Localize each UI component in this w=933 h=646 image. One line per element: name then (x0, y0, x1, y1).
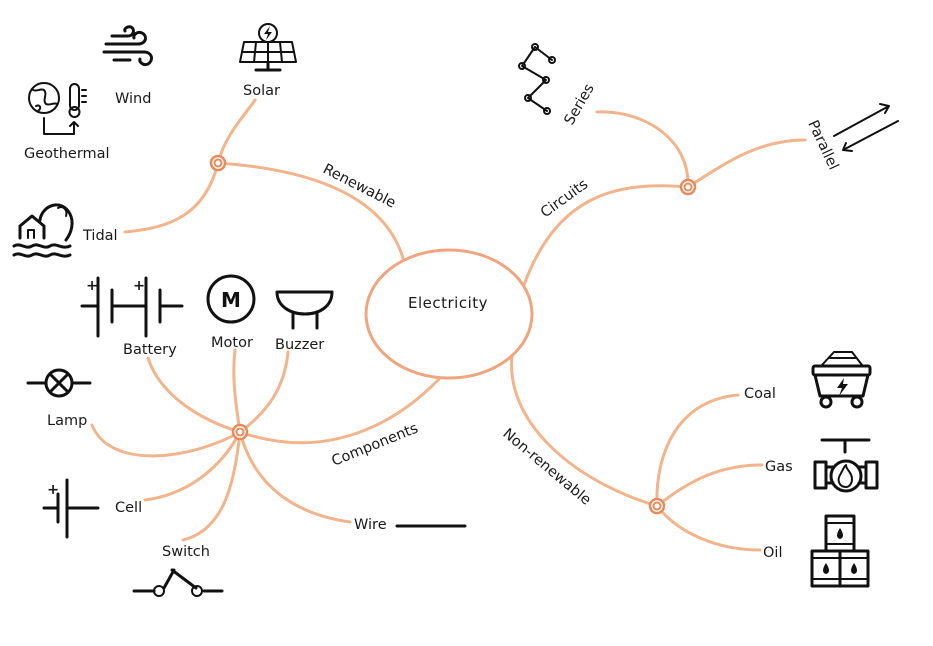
battery-plus-sign: + (86, 278, 98, 294)
link-solar (216, 98, 257, 165)
buzzer-icon (275, 290, 334, 330)
link-gas (655, 463, 764, 508)
lamp-icon (26, 368, 92, 398)
switch-icon (132, 568, 224, 597)
label-coal: Coal (744, 386, 776, 402)
label-buzzer: Buzzer (275, 337, 324, 353)
branch-circuits (522, 184, 690, 287)
connectors (90, 98, 807, 552)
label-tidal: Tidal (82, 228, 118, 244)
label-cell: Cell (115, 500, 142, 516)
label-geothermal: Geothermal (24, 146, 110, 162)
series-circuit-icon (518, 43, 556, 115)
label-lamp: Lamp (47, 413, 87, 429)
link-buzzer (238, 350, 290, 434)
gas-pipe-icon (813, 438, 879, 493)
battery-plus-sign-2: + (133, 278, 145, 294)
hub-nonrenewable (648, 497, 666, 515)
hub-components (231, 423, 249, 441)
cell-plus-sign: + (47, 482, 59, 498)
link-switch (181, 430, 242, 542)
battery-icon: + + (80, 276, 184, 338)
label-motor: Motor (211, 335, 253, 351)
label-battery: Battery (123, 342, 177, 358)
motor-symbol: M (221, 288, 241, 312)
label-wire: Wire (354, 517, 387, 533)
hub-renewable (209, 154, 227, 172)
branch-label-circuits: Circuits (538, 176, 591, 221)
cell-icon: + (42, 478, 100, 539)
label-solar: Solar (243, 83, 280, 99)
motor-icon: M (206, 274, 256, 324)
wind-icon (102, 25, 153, 66)
branch-renewable (216, 161, 405, 260)
hub-circuits (679, 178, 697, 196)
branch-label-nonrenewable: Non-renewable (499, 426, 593, 509)
oil-barrels-icon (810, 514, 870, 588)
link-tidal (123, 161, 220, 234)
tidal-wave-icon (12, 203, 74, 258)
solar-panel-icon (239, 23, 297, 72)
center-label: Electricity (408, 294, 488, 312)
label-series: Series (562, 81, 598, 128)
label-gas: Gas (765, 459, 793, 475)
branch-nonrenewable (510, 353, 659, 508)
center-node (364, 248, 534, 380)
geothermal-icon (28, 82, 87, 135)
label-oil: Oil (763, 545, 782, 561)
link-parallel (686, 138, 807, 189)
label-switch: Switch (162, 544, 210, 560)
link-series (595, 110, 690, 189)
label-parallel: Parallel (804, 118, 841, 173)
branch-label-components: Components (330, 421, 421, 470)
link-battery (146, 356, 242, 434)
coal-cart-icon (811, 351, 872, 409)
link-lamp (90, 423, 242, 458)
branch-components (238, 376, 442, 445)
link-cell (143, 430, 242, 502)
link-wire (238, 430, 352, 524)
parallel-arrows-icon (833, 103, 899, 152)
link-coal (655, 393, 740, 508)
link-motor (232, 348, 242, 434)
label-wind: Wind (115, 91, 151, 107)
link-oil (655, 504, 762, 552)
